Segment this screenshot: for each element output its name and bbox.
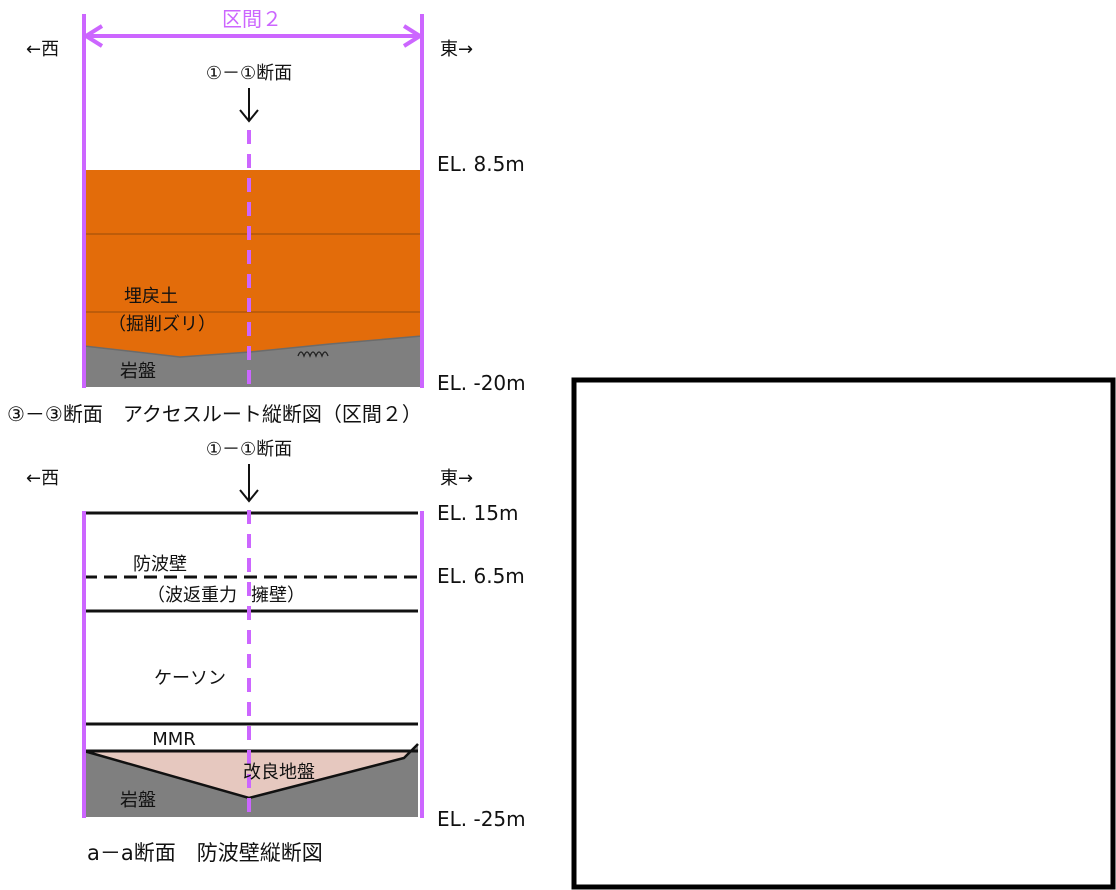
seawall-label: 防波壁	[133, 554, 187, 575]
top-section-diagram: 区間２ ←西 東→ ①－①断面 埋戻土 （掘削ズリ） 岩盤 EL. 8.	[7, 7, 526, 426]
rock-texture-mark	[297, 351, 329, 358]
caisson-label: ケーソン	[154, 668, 226, 689]
bottom-west-label: ←西	[26, 468, 59, 489]
blank-frame	[571, 377, 1116, 890]
bottom-elevation-top: EL. 15m	[437, 501, 518, 525]
mmr-label: MMR	[152, 729, 196, 750]
improved-ground-area	[84, 744, 418, 798]
top-bedrock-label: 岩盤	[120, 361, 156, 382]
interval-label: 区間２	[222, 7, 282, 31]
bottom-section-marker-arrow	[239, 464, 259, 503]
top-section-marker-arrow	[239, 88, 259, 123]
seawall-sublabel-2: 擁壁）	[251, 585, 305, 606]
bedrock-area	[84, 336, 422, 387]
bottom-elevation-bottom: EL. -25m	[437, 807, 526, 831]
top-section-marker-label: ①－①断面	[206, 63, 292, 84]
backfill-label: 埋戻土	[124, 286, 178, 307]
bottom-bedrock-label: 岩盤	[120, 790, 156, 811]
bottom-bedrock-area	[84, 744, 418, 817]
bottom-elevation-mid: EL. 6.5m	[437, 564, 525, 588]
top-west-label: ←西	[26, 39, 59, 60]
backfill-soil-layer	[84, 170, 422, 358]
seawall-sublabel-1: （波返重力	[147, 585, 237, 606]
top-elevation-top: EL. 8.5m	[437, 152, 525, 176]
top-elevation-bottom: EL. -20m	[437, 371, 526, 395]
bottom-diagram-caption: a－a断面 防波壁縦断図	[87, 841, 323, 865]
bottom-east-label: 東→	[440, 468, 473, 489]
backfill-sublabel: （掘削ズリ）	[108, 314, 216, 335]
improved-ground-label: 改良地盤	[243, 762, 315, 783]
bottom-section-marker-label: ①－①断面	[206, 439, 292, 460]
top-east-label: 東→	[440, 39, 473, 60]
top-diagram-caption: ③－③断面 アクセスルート縦断図（区間２）	[7, 402, 422, 426]
bottom-section-diagram: ①－①断面 ←西 東→ 防波壁 （波返重力 擁壁） ケーソン MMR 改良地盤 …	[26, 439, 526, 865]
